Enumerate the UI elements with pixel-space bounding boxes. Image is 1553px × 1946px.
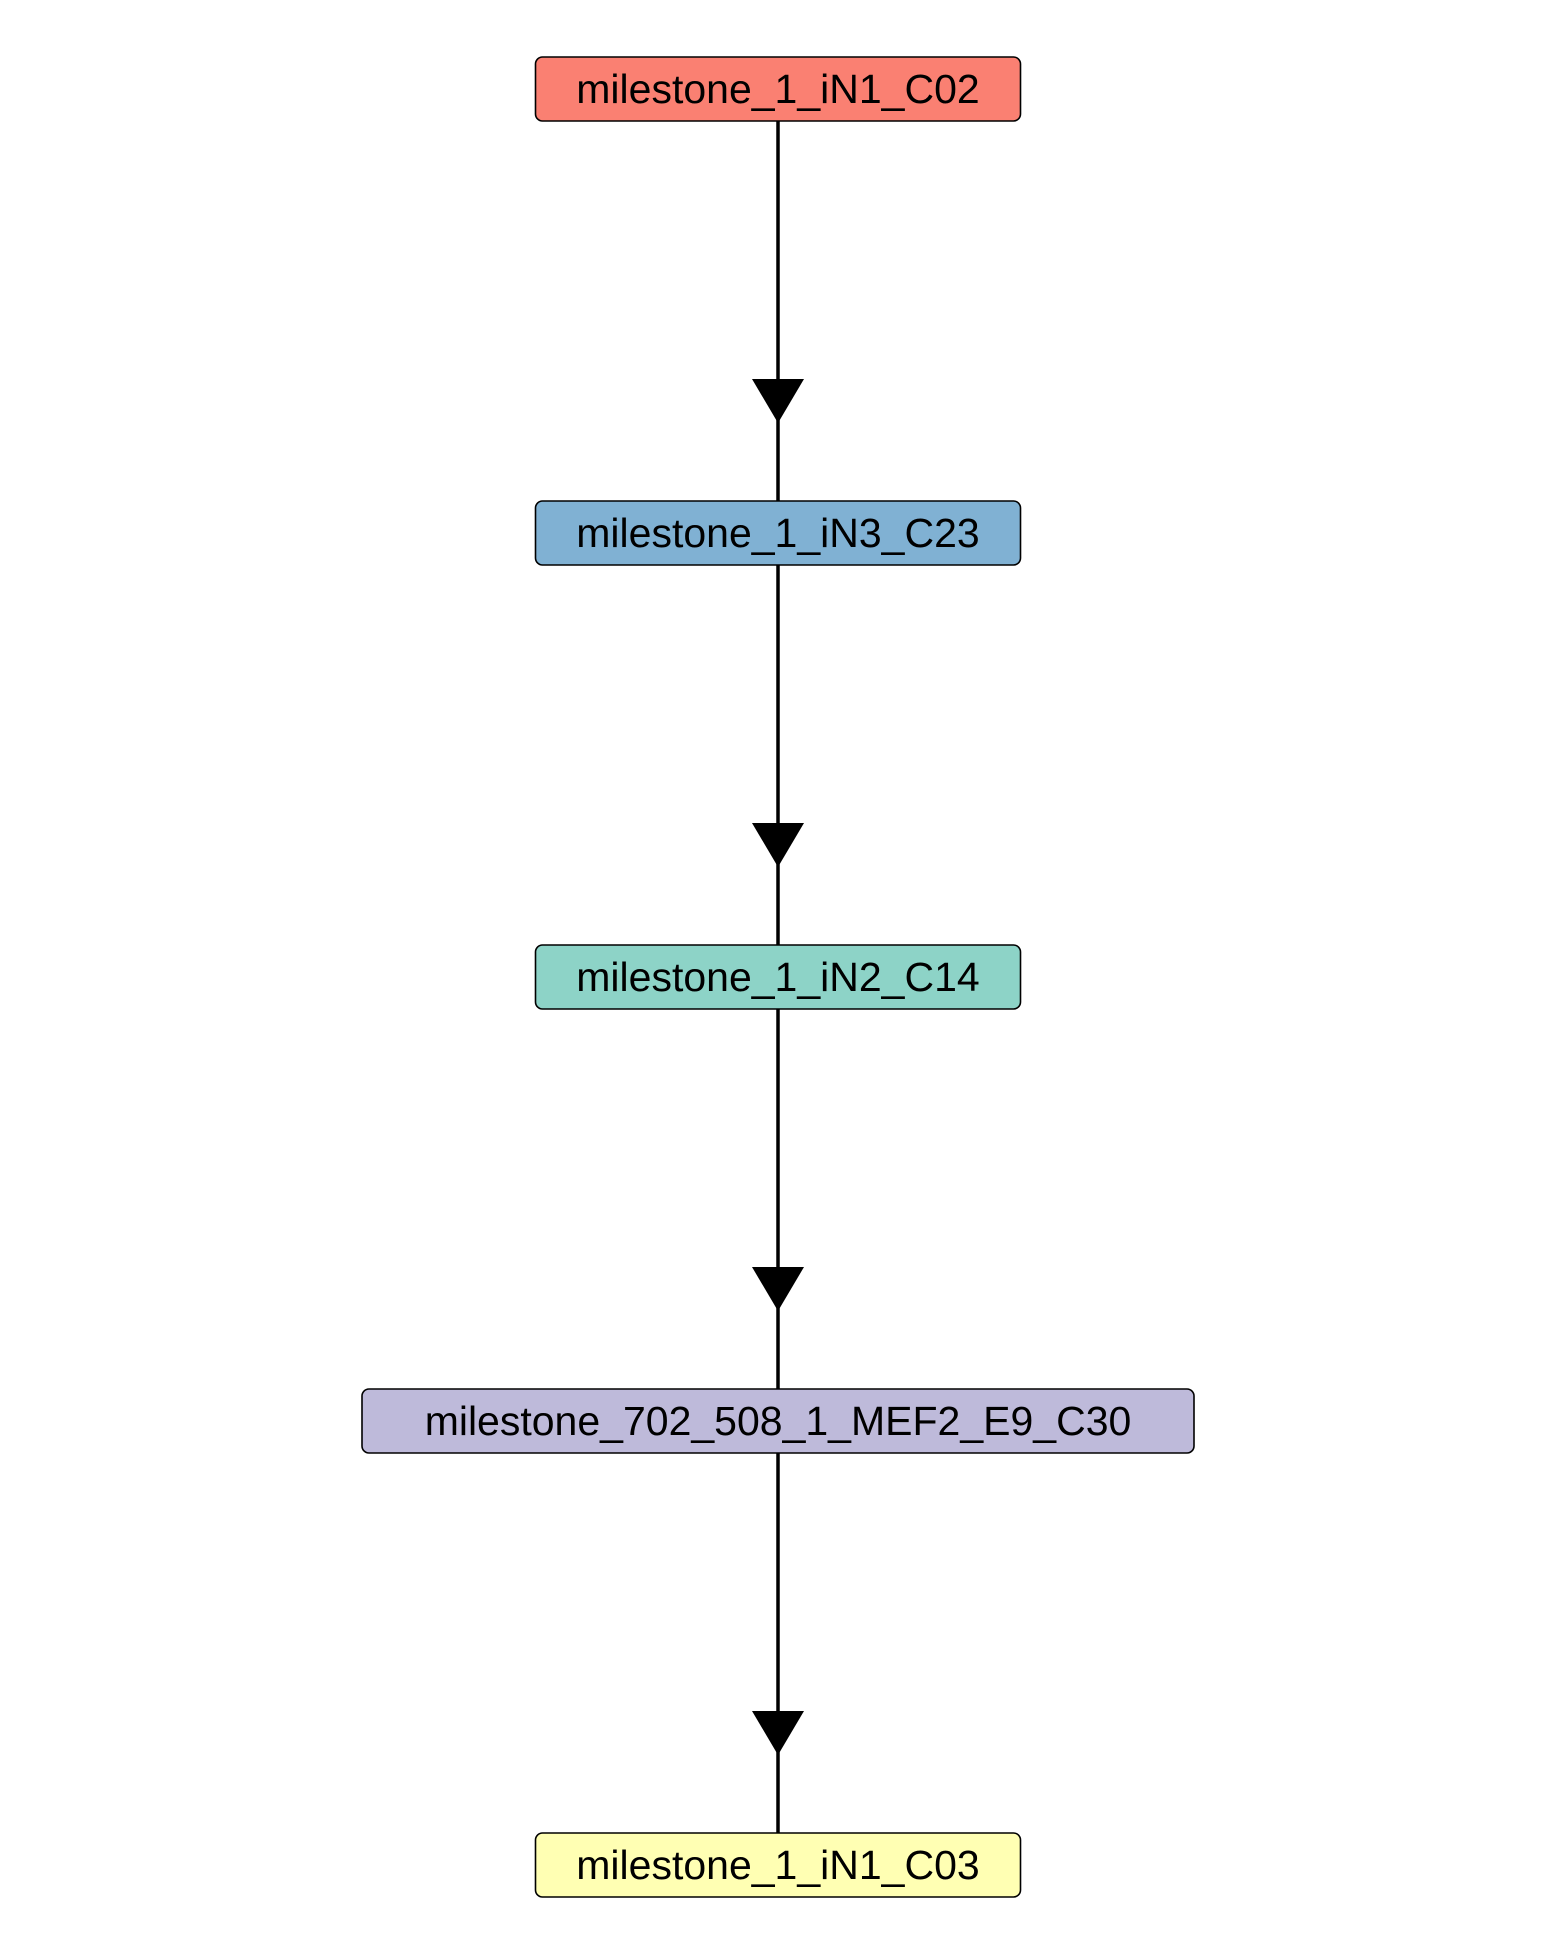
node-box [534, 1832, 1022, 1898]
edges-layer [752, 121, 804, 1833]
node-box [534, 944, 1022, 1010]
node-label: milestone_1_iN1_C02 [576, 66, 979, 112]
arrowhead-icon [752, 1267, 804, 1311]
node-label: milestone_1_iN2_C14 [576, 954, 979, 1000]
node-n1: milestone_1_iN1_C02 [534, 56, 1022, 122]
arrowhead-icon [752, 823, 804, 867]
node-box [361, 1388, 1195, 1454]
node-n4: milestone_702_508_1_MEF2_E9_C30 [361, 1388, 1195, 1454]
node-box [534, 500, 1022, 566]
nodes-layer: milestone_1_iN1_C02 milestone_1_iN3_C23mi… [361, 56, 1195, 1898]
node-label: milestone_702_508_1_MEF2_E9_C30 [425, 1398, 1132, 1444]
node-n3: milestone_1_iN2_C14 [534, 944, 1022, 1010]
node-n5: milestone_1_iN1_C03 [534, 1832, 1022, 1898]
node-box [534, 56, 1022, 122]
arrowhead-icon [752, 379, 804, 423]
node-label: milestone_1_iN1_C03 [576, 1842, 979, 1888]
node-label: milestone_1_iN3_C23 [576, 510, 979, 556]
arrowhead-icon [752, 1711, 804, 1755]
node-n2: milestone_1_iN3_C23 [534, 500, 1022, 566]
